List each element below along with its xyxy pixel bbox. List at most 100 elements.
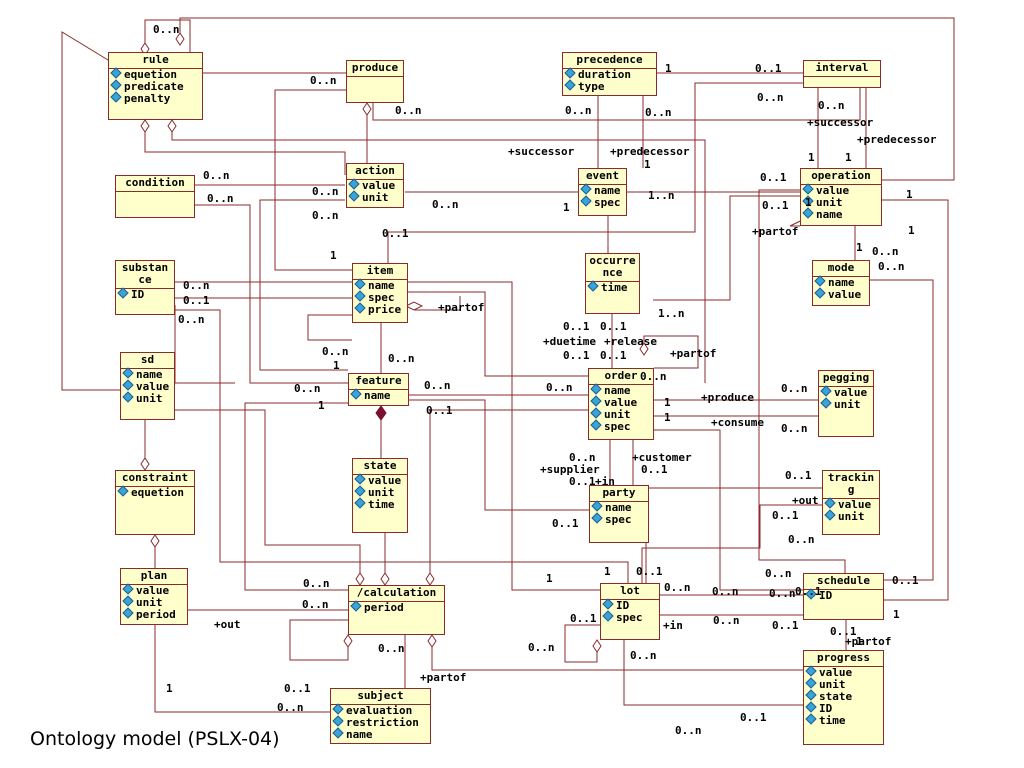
class-attribute: ID	[804, 590, 883, 602]
class-produce[interactable]: produce	[346, 60, 404, 103]
multiplicity-label: 0..n	[424, 379, 451, 392]
multiplicity-label: 1..n	[648, 189, 675, 202]
class-attribute: unit	[823, 511, 879, 523]
multiplicity-label: 0..n	[303, 577, 330, 590]
class-name: substan ce	[116, 261, 174, 289]
class-attribute: unit	[819, 399, 873, 411]
multiplicity-label: 1	[644, 158, 651, 171]
class-name: lot	[601, 584, 659, 600]
class-attribute: value	[121, 381, 174, 393]
role-label: +consume	[711, 416, 764, 429]
class-attribute: name	[589, 385, 653, 397]
class-attribute: equetion	[116, 487, 194, 499]
multiplicity-label: 0..1	[426, 404, 453, 417]
role-label: +partof	[845, 635, 892, 648]
multiplicity-label: 1	[665, 62, 672, 75]
class-attribute: period	[349, 602, 444, 614]
multiplicity-label: 0..1	[284, 682, 311, 695]
class-name: sd	[121, 353, 174, 369]
class-attribute: spec	[353, 292, 407, 304]
multiplicity-label: 1	[166, 682, 173, 695]
class-attribute: unit	[121, 597, 187, 609]
class-name: feature	[349, 374, 408, 390]
multiplicity-label: 0..1	[772, 509, 799, 522]
class-name: item	[353, 264, 407, 280]
multiplicity-label: 0..n	[178, 313, 205, 326]
class-name: interval	[804, 61, 880, 77]
multiplicity-label: 0..n	[878, 260, 905, 273]
role-label: +predecessor	[610, 145, 690, 158]
multiplicity-label: 1	[664, 411, 671, 424]
class-attribute: unit	[804, 679, 883, 691]
class-attribute: price	[353, 304, 407, 316]
multiplicity-label: 0..n	[395, 104, 422, 117]
multiplicity-label: 0..n	[712, 585, 739, 598]
class-name: occurre nce	[586, 254, 639, 282]
role-label: +out	[214, 618, 241, 631]
multiplicity-label: 1	[805, 196, 812, 209]
multiplicity-label: 0..1	[795, 585, 822, 598]
role-label: +partof	[752, 225, 799, 238]
class-attribute: value	[121, 585, 187, 597]
multiplicity-label: 0..1	[892, 574, 919, 587]
class-attribute: ID	[116, 289, 174, 301]
class-attribute: name	[813, 277, 869, 289]
multiplicity-label: 1	[906, 188, 913, 201]
class-attribute: time	[353, 499, 407, 511]
class-condition[interactable]: condition	[115, 175, 195, 218]
multiplicity-label: 0..n	[432, 198, 459, 211]
class-attribute: time	[586, 282, 639, 294]
class-attribute: value	[801, 185, 881, 197]
class-attribute: unit	[121, 393, 174, 405]
class-attribute: value	[819, 387, 873, 399]
class-attribute: name	[590, 502, 648, 514]
multiplicity-label: 0..n	[781, 382, 808, 395]
role-label: +partof	[420, 671, 467, 684]
multiplicity-label: 0..n	[153, 23, 180, 36]
multiplicity-label: 1	[856, 241, 863, 254]
multiplicity-label: 0..1	[563, 320, 590, 333]
multiplicity-label: 0..n	[546, 381, 573, 394]
role-label: +duetime	[543, 335, 596, 348]
class-name: mode	[813, 261, 869, 277]
multiplicity-label: 0..n	[664, 581, 691, 594]
multiplicity-label: 0..1	[762, 199, 789, 212]
multiplicity-label: 0..n	[818, 99, 845, 112]
multiplicity-label: 0..n	[294, 382, 321, 395]
role-label: +partof	[670, 347, 717, 360]
class-attribute: name	[801, 209, 881, 221]
multiplicity-label: 0..n	[528, 641, 555, 654]
class-attribute: value	[353, 475, 407, 487]
class-name: action	[347, 164, 403, 180]
role-label: +in	[663, 619, 683, 632]
class-attribute: unit	[589, 409, 653, 421]
class-attribute: period	[121, 609, 187, 621]
class-interval[interactable]: interval	[803, 60, 881, 88]
multiplicity-label: 0..n	[312, 209, 339, 222]
class-attribute: value	[823, 499, 879, 511]
multiplicity-label: 0..n	[207, 192, 234, 205]
